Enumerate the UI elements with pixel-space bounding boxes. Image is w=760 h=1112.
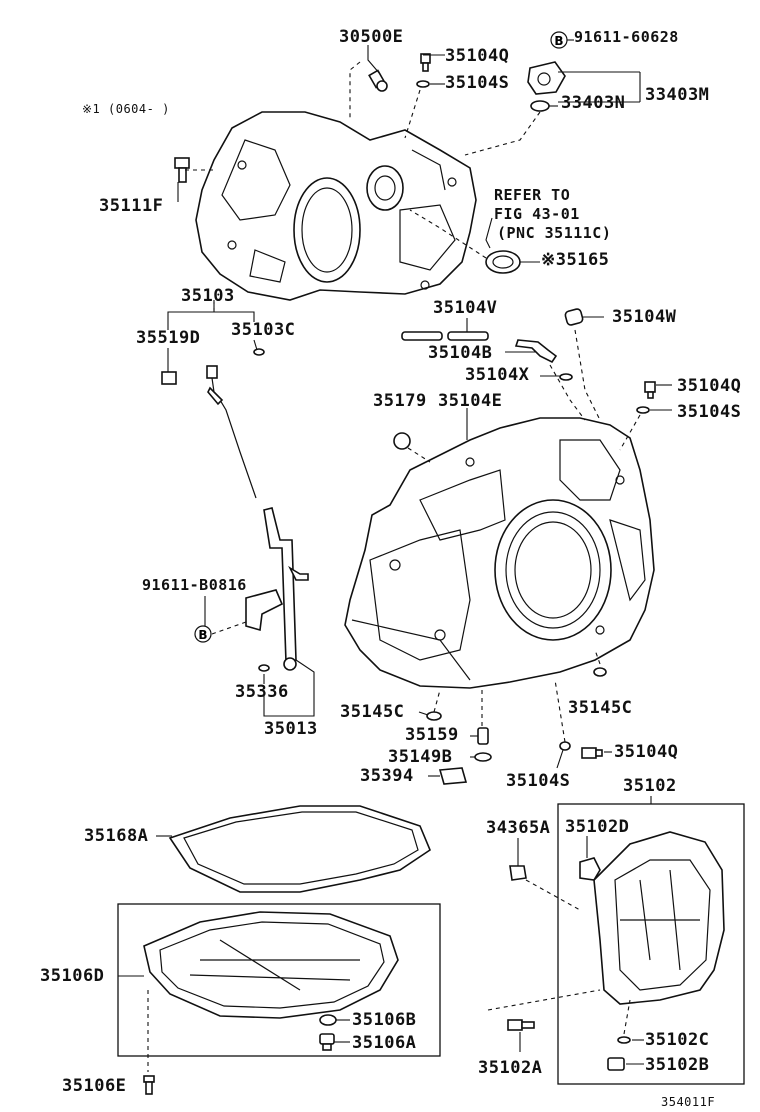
oring-35104s-top [416, 80, 430, 88]
label-35104s-mid: 35104S [677, 402, 742, 422]
oring-35145c-right [593, 667, 607, 677]
label-35102: 35102 [623, 776, 677, 796]
label-35165: ※35165 [541, 250, 610, 270]
label-35102a: 35102A [478, 1058, 543, 1078]
bolt-35106e [143, 1075, 155, 1095]
refer-line-3: (PNC 35111C) [497, 224, 612, 242]
bolt-35111f [174, 157, 190, 183]
refer-line-1: REFER TO [494, 186, 571, 204]
bolt-35102b [607, 1057, 625, 1071]
washer-35145c-left [426, 711, 442, 721]
oring-35102c [617, 1036, 631, 1044]
svg-text:B: B [198, 628, 207, 642]
oring-35104x [559, 373, 573, 381]
bolt-35102a [507, 1019, 535, 1031]
dipstick-35103 [161, 348, 265, 499]
label-35106e: 35106E [62, 1076, 127, 1096]
label-34365a: 34365A [486, 818, 551, 838]
pin-35104v [401, 331, 489, 341]
bolt-35104q-top [420, 53, 431, 72]
bolt-30500e [368, 69, 388, 92]
oring-35104s-low [559, 741, 571, 751]
washer-35149b [474, 752, 492, 762]
label-33403m: 33403M [645, 85, 710, 105]
label-35145c-left: 35145C [340, 702, 405, 722]
transaxle-housing-upper [195, 111, 477, 301]
label-35106d: 35106D [40, 966, 105, 986]
refer-line-2: FIG 43-01 [494, 205, 580, 223]
label-33403n: 33403N [561, 93, 626, 113]
label-35394: 35394 [360, 766, 414, 786]
label-91611-b0816: 91611-B0816 [142, 576, 247, 594]
label-35519d: 35519D [136, 328, 201, 348]
label-35013: 35013 [264, 719, 318, 739]
label-91611-60628: 91611-60628 [574, 28, 679, 46]
label-35111f: 35111F [99, 196, 164, 216]
label-35159: 35159 [405, 725, 459, 745]
label-35104b: 35104B [428, 343, 493, 363]
label-35336: 35336 [235, 682, 289, 702]
pin-35159 [477, 727, 489, 745]
sensor-33403m [527, 61, 566, 95]
revision-note: ※1 (0604- ) [82, 102, 170, 116]
oring-33403n [530, 100, 550, 112]
label-35104v: 35104V [433, 298, 498, 318]
label-35106b: 35106B [352, 1010, 417, 1030]
label-35104e: 35104E [438, 391, 503, 411]
leader-lines [118, 39, 672, 1072]
block-35394 [438, 767, 468, 785]
oil-pan-35106d [143, 911, 399, 1019]
label-30500e: 30500E [339, 27, 404, 47]
label-35104s-top: 35104S [445, 73, 510, 93]
gasket-35168a [168, 805, 431, 893]
label-35168a: 35168A [84, 826, 149, 846]
label-35104q-low: 35104Q [614, 742, 679, 762]
label-35103c: 35103C [231, 320, 296, 340]
label-35104x: 35104X [465, 365, 530, 385]
label-35106a: 35106A [352, 1033, 417, 1053]
bolt-marker-b-top: B [550, 31, 568, 49]
label-35102c: 35102C [645, 1030, 710, 1050]
label-35104q-mid: 35104Q [677, 376, 742, 396]
extension-housing-35102 [593, 831, 725, 1005]
label-35104w: 35104W [612, 307, 677, 327]
label-35103: 35103 [181, 286, 235, 306]
plug-35102d [579, 857, 601, 881]
plug-35104w [564, 308, 584, 326]
label-35104s-low: 35104S [506, 771, 571, 791]
bolt-35104q-low [581, 747, 603, 759]
bolt-marker-b-left: B [194, 625, 212, 643]
oil-filler-tube-35013 [245, 507, 309, 672]
transaxle-case [344, 417, 655, 689]
label-35145c-right: 35145C [568, 698, 633, 718]
label-35149b: 35149B [388, 747, 453, 767]
figure-id: 354011F [661, 1095, 716, 1109]
bolt-35104q-mid [644, 381, 656, 399]
label-35102d: 35102D [565, 817, 630, 837]
magnet-35106b [319, 1014, 337, 1026]
oil-pan-box [117, 903, 441, 1057]
oil-seal-35165 [485, 250, 521, 274]
bolt-34365a [509, 865, 527, 881]
drain-plug-35106a [319, 1033, 335, 1051]
plug-35179 [393, 432, 411, 450]
tube-35104b [514, 339, 558, 364]
svg-text:B: B [554, 34, 563, 48]
oring-35104s-mid [636, 406, 650, 414]
label-35104q-top: 35104Q [445, 46, 510, 66]
label-35102b: 35102B [645, 1055, 710, 1075]
label-35179: 35179 [373, 391, 427, 411]
